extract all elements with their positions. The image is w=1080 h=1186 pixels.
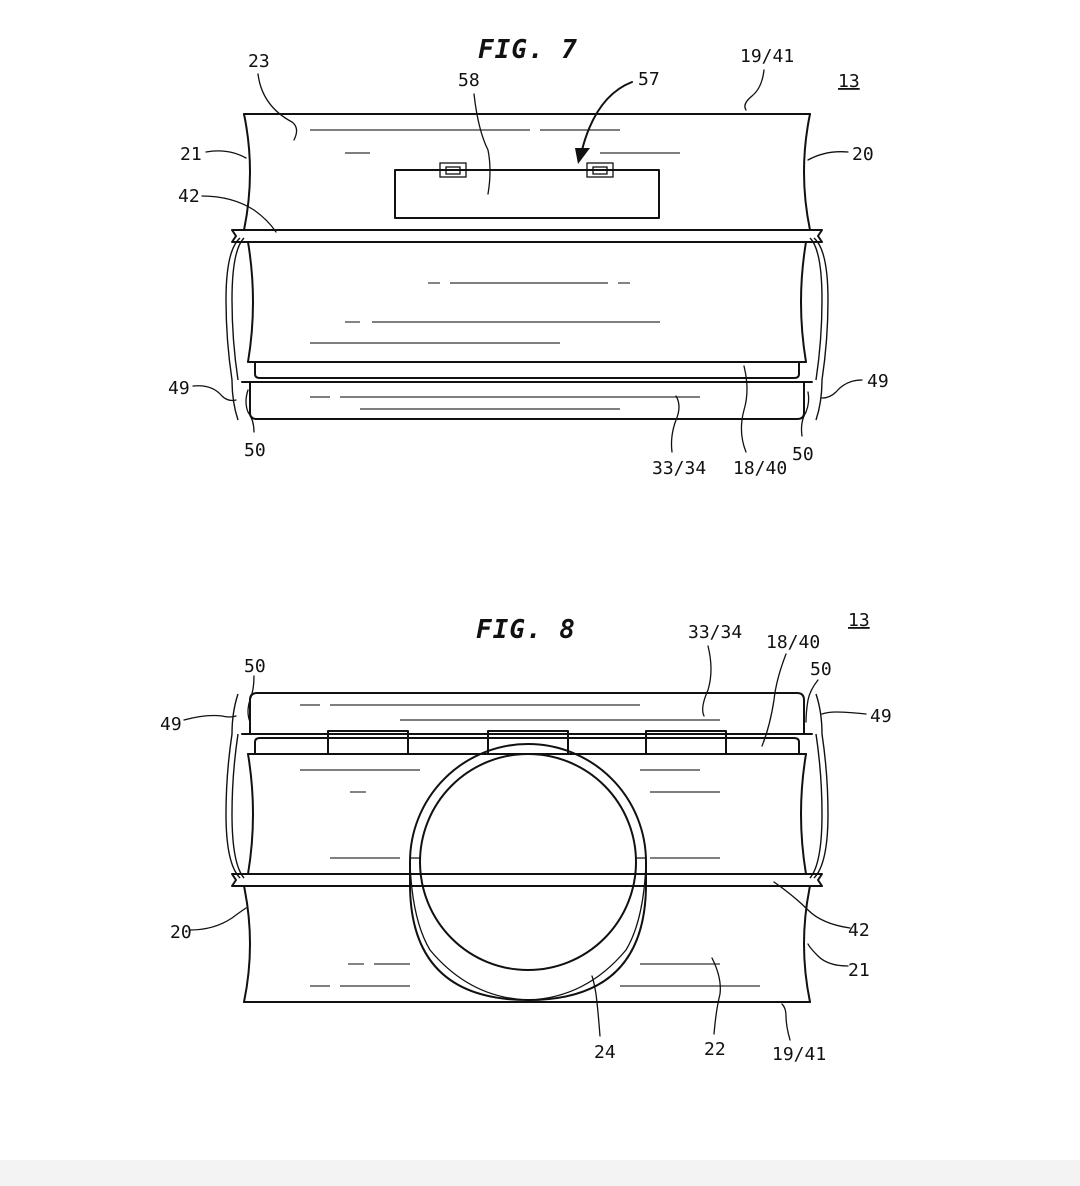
fig7-upper-panel <box>243 113 811 231</box>
fig8-top-panel-33-34 <box>249 692 805 735</box>
fig7-side-clips-49 <box>225 237 829 421</box>
fig7-bottom-panel-33-34 <box>249 381 805 420</box>
fig8-label-20: 20 <box>170 922 192 943</box>
fig7-arrow-57 <box>575 81 633 164</box>
bottom-margin-band <box>0 1160 1080 1186</box>
fig7-label-23: 23 <box>248 51 270 72</box>
fig7-label-49-left: 49 <box>168 378 190 399</box>
fig7-label-19-41: 19/41 <box>740 46 794 67</box>
fig7-label-57: 57 <box>638 69 660 90</box>
fig7-label-18-40: 18/40 <box>733 458 787 479</box>
fig8-label-18-40: 18/40 <box>766 632 820 653</box>
fig7-label-20: 20 <box>852 144 874 165</box>
fig8-leader-lines <box>183 645 867 1041</box>
fig8-label-19-41: 19/41 <box>772 1044 826 1065</box>
fig8-label-21: 21 <box>848 960 870 981</box>
figure-8-title: FIG. 8 <box>476 615 576 645</box>
fig7-reference-numerals: 23 58 57 19/41 21 20 42 49 49 50 50 33/3… <box>168 46 889 479</box>
fig7-label-42: 42 <box>178 186 200 207</box>
fig8-label-50-right: 50 <box>810 659 832 680</box>
fig8-label-50-left: 50 <box>244 656 266 677</box>
patent-figures-svg: FIG. 7 13 <box>160 35 892 1065</box>
fig8-label-42: 42 <box>848 920 870 941</box>
fig8-label-24: 24 <box>594 1042 616 1063</box>
fig7-label-50-left: 50 <box>244 440 266 461</box>
fig7-rail-18-40 <box>241 361 813 383</box>
fig8-reference-numerals: 50 50 49 49 33/34 18/40 20 42 21 24 22 1… <box>160 622 892 1065</box>
fig7-band-42 <box>231 229 823 243</box>
fig8-label-22: 22 <box>704 1039 726 1060</box>
figure-8: FIG. 8 13 <box>160 610 892 1065</box>
figure-8-sheet-ref: 13 <box>848 610 870 631</box>
fig7-label-21: 21 <box>180 144 202 165</box>
fig8-label-49-right: 49 <box>870 706 892 727</box>
fig8-rail-18-40 <box>241 730 813 755</box>
fig7-label-58: 58 <box>458 70 480 91</box>
fig7-label-33-34: 33/34 <box>652 458 706 479</box>
fig8-middle-panel <box>247 753 807 875</box>
fig8-lower-panel-22 <box>243 885 811 1003</box>
figure-7: FIG. 7 13 <box>168 35 889 479</box>
figure-7-sheet-ref: 13 <box>838 71 860 92</box>
figure-7-title: FIG. 7 <box>478 35 578 65</box>
fig8-label-49-left: 49 <box>160 714 182 735</box>
fig8-opening-24 <box>409 743 647 1001</box>
fig8-label-33-34: 33/34 <box>688 622 742 643</box>
fig8-band-42 <box>231 873 823 887</box>
fig8-side-clips-49 <box>225 693 829 879</box>
fig7-window-58 <box>394 162 660 219</box>
fig7-label-49-right: 49 <box>867 371 889 392</box>
fig7-label-50-right: 50 <box>792 444 814 465</box>
fig7-middle-panel <box>247 241 807 363</box>
fig7-leader-lines <box>192 69 863 453</box>
